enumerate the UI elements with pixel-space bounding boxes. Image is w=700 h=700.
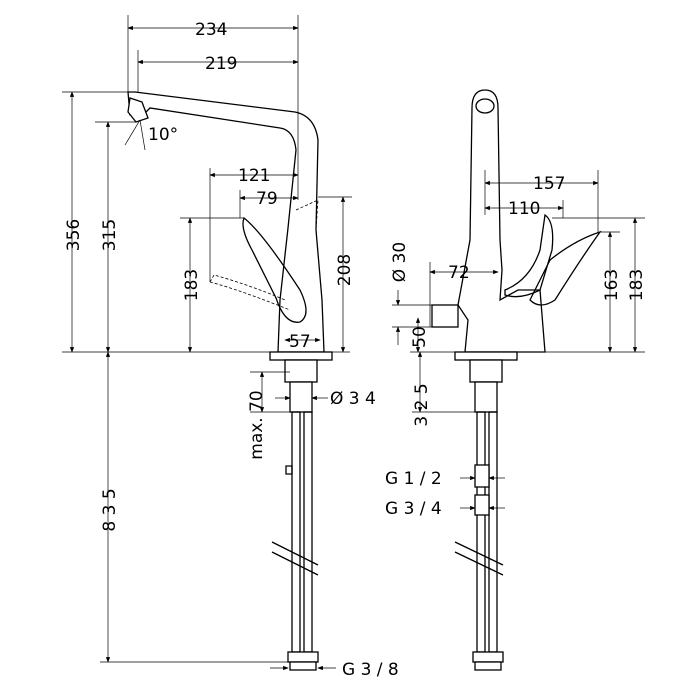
dim-315: 315: [100, 219, 120, 251]
dim-325: 3 2 5: [412, 383, 432, 426]
dim-356: 356: [64, 219, 84, 251]
faucet-side-body: [127, 91, 333, 671]
dim-835: 8 3 5: [100, 488, 120, 531]
front-view: 157 110 Ø 30 72 50 163 183 3 2 5 G 1 / 2…: [385, 89, 647, 671]
front-dimensions: [392, 170, 645, 511]
dim-72: 72: [448, 263, 470, 283]
dim-234: 234: [195, 20, 227, 40]
dim-110: 110: [508, 199, 540, 219]
angle-10: 10°: [148, 125, 178, 145]
thread-g-3-4: G 3 / 4: [385, 499, 442, 519]
dim-157: 157: [533, 174, 565, 194]
dim-diameter-30: Ø 30: [390, 242, 410, 282]
dim-max-70: max. 70: [247, 390, 267, 459]
dim-diameter-34: Ø 3 4: [330, 389, 376, 409]
thread-g-3-8: G 3 / 8: [342, 660, 399, 680]
dim-163: 163: [602, 269, 622, 301]
thread-g-1-2: G 1 / 2: [385, 469, 442, 489]
dim-219: 219: [205, 54, 237, 74]
dim-50: 50: [410, 326, 430, 348]
side-view: 234 219 10° 121 79 356 315 183 208 57 ma…: [62, 15, 399, 680]
dim-121: 121: [238, 166, 270, 186]
faucet-front-body: [431, 89, 602, 671]
dim-57: 57: [289, 332, 311, 352]
dim-183-front: 183: [627, 269, 647, 301]
dim-208: 208: [335, 254, 355, 286]
dim-79: 79: [256, 189, 278, 209]
side-dimensions: [62, 15, 352, 671]
dim-183: 183: [182, 269, 202, 301]
